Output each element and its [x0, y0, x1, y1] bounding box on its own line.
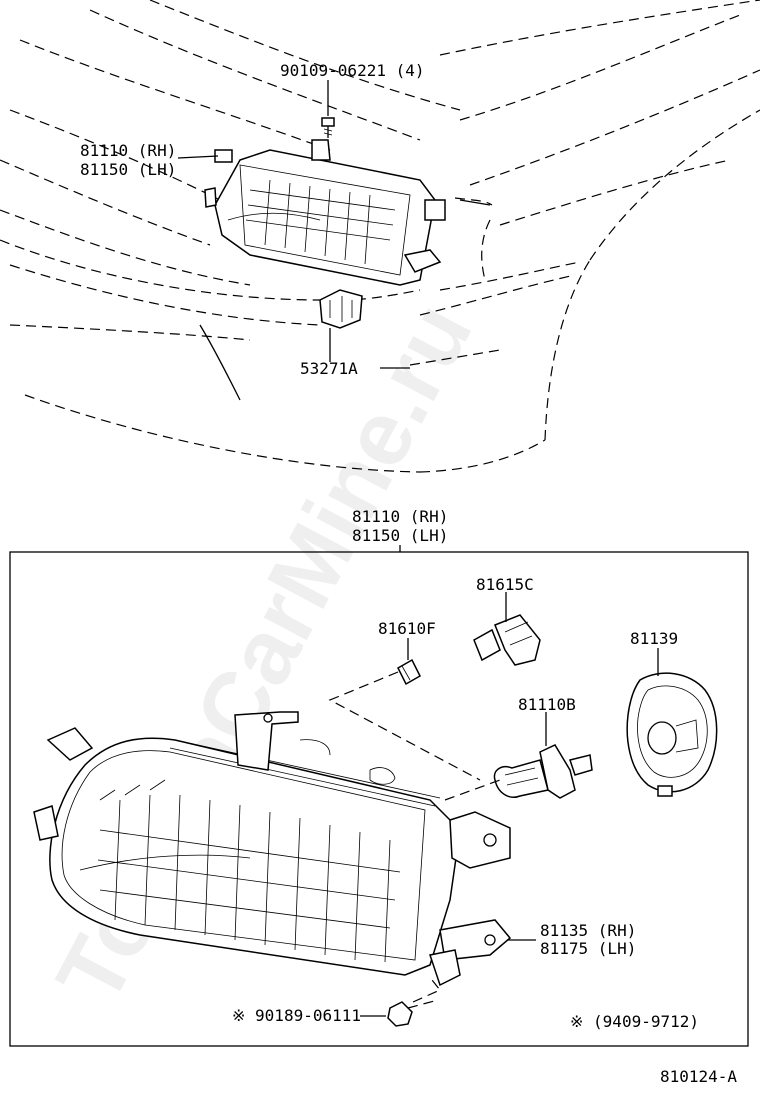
label-top-assy-lh: 81150 (LH) [80, 160, 176, 179]
label-socket: 81615C [476, 575, 534, 594]
halogen-bulb-icon [493, 744, 593, 799]
wedge-bulb-icon [397, 658, 421, 686]
assembly-detail-frame [9, 551, 749, 1047]
label-adjuster-lh: 81175 (LH) [540, 939, 636, 958]
figure-code: 810124-A [660, 1067, 737, 1086]
label-top-assy-rh: 81110 (RH) [80, 141, 176, 160]
label-box-assy-rh: 81110 (RH) [352, 507, 448, 526]
top-bolt-icon [321, 117, 335, 138]
label-box-assy-lh: 81150 (LH) [352, 526, 448, 545]
label-screw: ※ 90189-06111 [232, 1006, 361, 1025]
label-top-bracket: 53271A [300, 359, 358, 378]
label-wedge-bulb: 81610F [378, 619, 436, 638]
label-socket-cover: 81139 [630, 629, 678, 648]
socket-icon [473, 614, 541, 666]
label-halogen-bulb: 81110B [518, 695, 576, 714]
label-adjuster-rh: 81135 (RH) [540, 921, 636, 940]
main-headlamp-assembly [33, 711, 512, 987]
top-headlamp-assembly [204, 139, 446, 286]
screw-icon [387, 1001, 413, 1027]
socket-cover-icon [626, 672, 718, 797]
vehicle-body-outline [0, 0, 760, 473]
label-top-bolt: 90109-06221 (4) [280, 61, 425, 80]
bracket-53271a-icon [319, 289, 363, 329]
label-date-note: ※ (9409-9712) [570, 1012, 699, 1031]
